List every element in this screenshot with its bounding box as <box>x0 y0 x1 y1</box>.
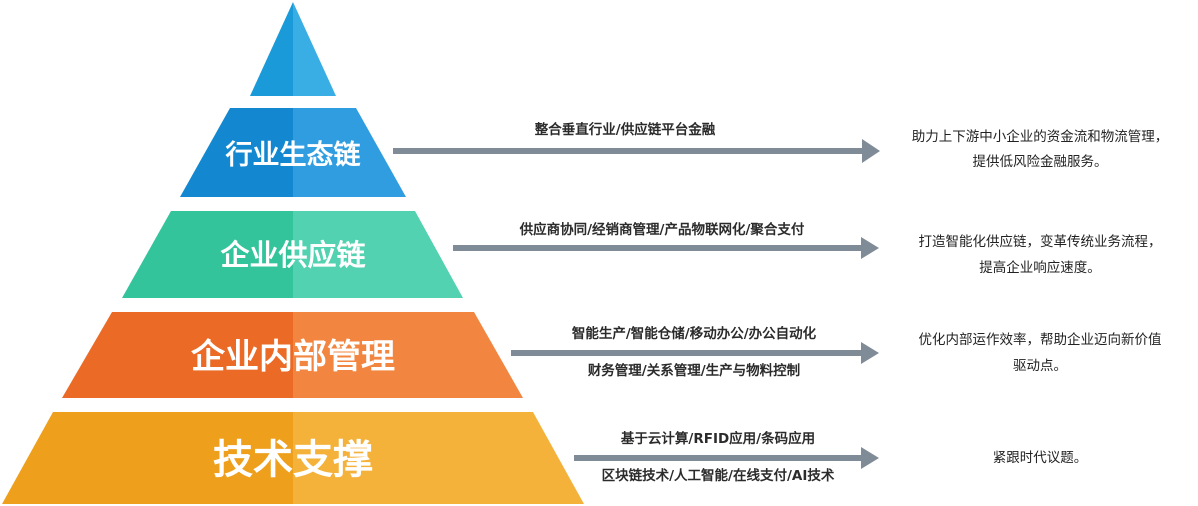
arrow-supply-chain <box>453 237 879 259</box>
feature-internal-1: 智能生产/智能仓储/移动办公/办公自动化 <box>572 325 817 342</box>
description-ecosystem-1: 助力上下游中小企业的资金流和物流管理， <box>912 128 1169 145</box>
arrow-ecosystem <box>393 139 880 163</box>
tier-supply-chain: 企业供应链 <box>122 211 463 298</box>
feature-tech-2: 区块链技术/人工智能/在线支付/AI技术 <box>602 467 835 484</box>
feature-tech-1: 基于云计算/RFID应用/条码应用 <box>621 430 815 447</box>
tier-internal-management-label: 企业内部管理 <box>191 337 395 377</box>
tier-tech-support: 技术支撑 <box>2 412 584 504</box>
description-ecosystem-2: 提供低风险金融服务。 <box>973 154 1108 170</box>
tier-ecosystem-label: 行业生态链 <box>225 139 361 171</box>
tier-internal-management: 企业内部管理 <box>62 312 523 398</box>
arrow-internal-management <box>511 342 879 364</box>
description-internal-2: 驱动点。 <box>1013 358 1067 374</box>
feature-internal-2: 财务管理/关系管理/生产与物料控制 <box>587 362 800 379</box>
arrow-tech-support <box>574 447 879 469</box>
feature-supply-chain-1: 供应商协同/经销商管理/产品物联网化/聚合支付 <box>519 221 805 238</box>
tier-supply-chain-label: 企业供应链 <box>220 238 365 272</box>
feature-ecosystem-1: 整合垂直行业/供应链平台金融 <box>535 121 716 138</box>
tier-tech-support-label: 技术支撑 <box>213 437 373 483</box>
description-supply-chain-1: 打造智能化供应链，变革传统业务流程， <box>919 233 1162 250</box>
tier-ecosystem: 行业生态链 <box>180 108 406 197</box>
description-internal-1: 优化内部运作效率，帮助企业迈向新价值 <box>919 331 1162 348</box>
description-tech-1: 紧跟时代议题。 <box>993 450 1088 466</box>
pyramid-apex <box>250 2 336 96</box>
description-supply-chain-2: 提高企业响应速度。 <box>979 259 1101 276</box>
